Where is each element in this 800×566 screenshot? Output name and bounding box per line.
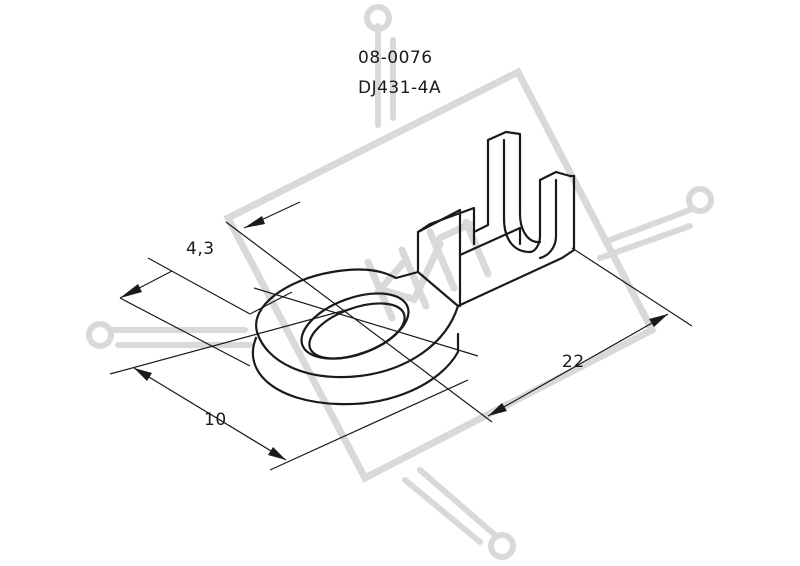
crimp-wing-left [486,130,542,244]
ring-terminal [251,130,576,406]
dimension-lines [109,201,693,471]
crimp-wing-right-edge [528,178,542,254]
barrel-right-wall [458,226,522,257]
crimp-wing-right-inner [538,178,558,260]
dimension-ring-width: 10 [204,410,227,430]
part-model-number: DJ431-4A [358,78,442,98]
crimp-wing-left-inner [502,138,532,254]
ring-bottom-contour [251,332,460,406]
barrel-top-left [416,206,476,246]
dimension-total-length: 22 [562,352,585,372]
barrel-floor [456,174,576,308]
dimension-hole-diameter: 4,3 [186,239,215,259]
crimp-wing-left-edge [472,138,490,234]
crimp-wing-right [538,170,576,182]
part-article-number: 08-0076 [358,48,433,68]
